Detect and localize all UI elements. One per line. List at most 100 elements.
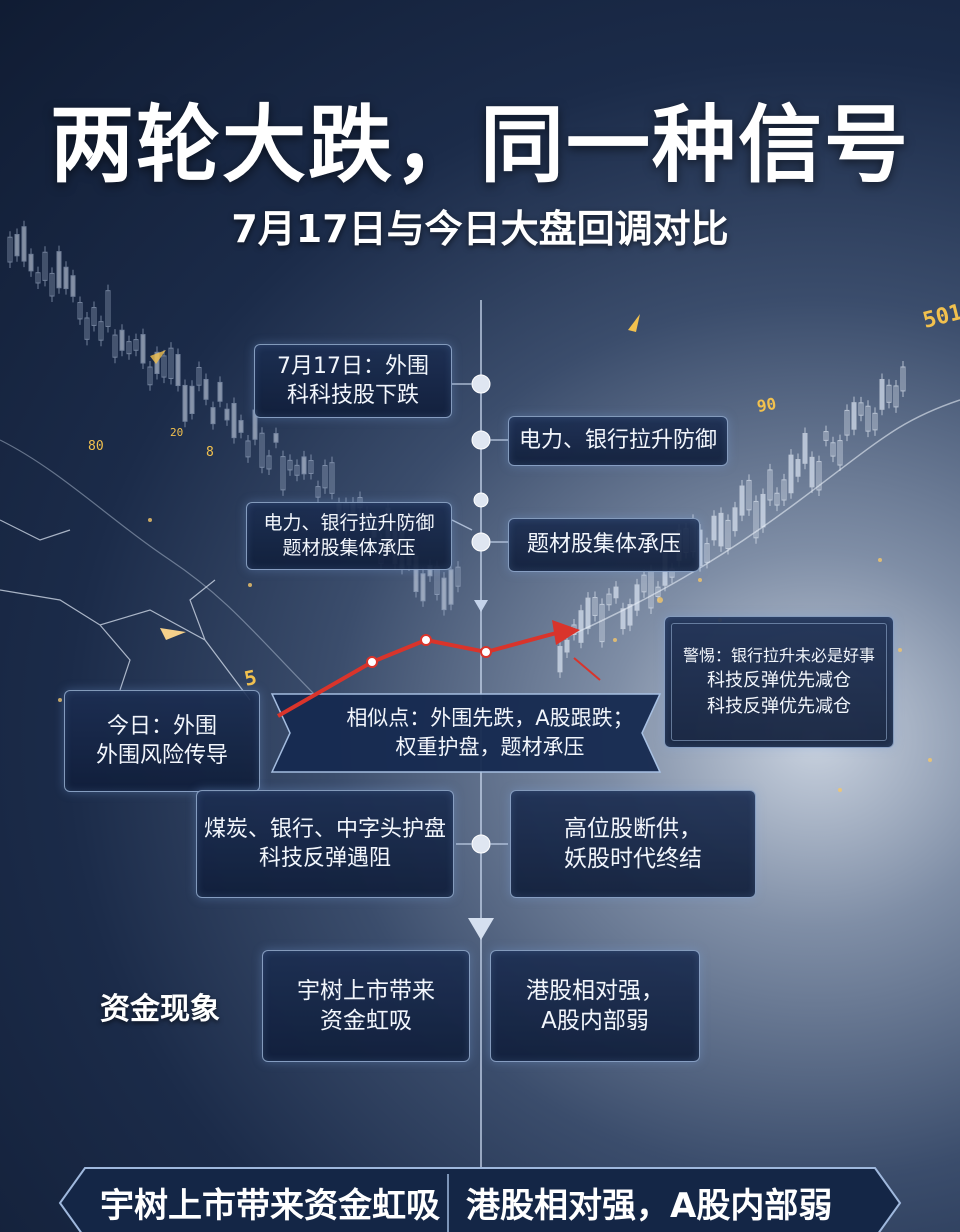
similarity-text: 相似点：外围先跌，A股跟跌； 权重护盘，题材承压 bbox=[318, 694, 662, 772]
funds-box-2: 港股相对强， A股内部弱 bbox=[490, 950, 700, 1062]
candle-body bbox=[781, 479, 787, 501]
ticker-number: 501 bbox=[920, 300, 960, 334]
crack-lines bbox=[0, 519, 251, 701]
candle-body bbox=[795, 459, 801, 477]
candle-body bbox=[28, 253, 34, 272]
warning-line-3: 科技反弹优先减仓 bbox=[707, 695, 851, 717]
candle-body bbox=[858, 402, 864, 416]
red-arrow-head bbox=[552, 620, 580, 645]
candle-body bbox=[189, 385, 195, 414]
candle-body bbox=[329, 462, 335, 494]
defense-theme-line-1: 电力、银行拉升防御 bbox=[263, 511, 435, 534]
high-stock-box: 高位股断供， 妖股时代终结 bbox=[510, 790, 756, 898]
candle-body bbox=[739, 485, 745, 516]
candle-body bbox=[746, 479, 752, 511]
trend-point bbox=[366, 656, 378, 668]
candle-body bbox=[70, 275, 76, 297]
coal-bank-line-2: 科技反弹遇阻 bbox=[258, 846, 391, 871]
candle-body bbox=[224, 408, 230, 421]
candle-body bbox=[203, 378, 209, 400]
candle-body bbox=[627, 604, 633, 626]
candle-body bbox=[301, 456, 307, 475]
candle-body bbox=[837, 440, 843, 466]
connector-line bbox=[451, 383, 508, 845]
candle-body bbox=[564, 639, 570, 653]
candle-body bbox=[259, 432, 265, 468]
candle-body bbox=[725, 519, 731, 550]
candle-body bbox=[266, 455, 272, 470]
jul17-line-1: 7月17日：外围 bbox=[277, 353, 429, 379]
candle-body bbox=[126, 341, 132, 355]
trend-point bbox=[480, 646, 492, 658]
today-line-2: 外围风险传导 bbox=[95, 743, 228, 768]
trend-line-right bbox=[559, 399, 960, 641]
candle-body bbox=[886, 384, 892, 403]
candle-body bbox=[753, 500, 759, 539]
candle-body bbox=[112, 334, 118, 358]
ticker-number: 90 bbox=[755, 394, 777, 416]
defense-box-right: 电力、银行拉升防御 bbox=[508, 416, 728, 466]
candle-body bbox=[98, 321, 104, 341]
banner-left-text: 宇树上市带来资金虹吸 bbox=[100, 1186, 440, 1226]
candle-body bbox=[175, 354, 181, 387]
candle-body bbox=[322, 464, 328, 489]
candle-body bbox=[273, 433, 279, 443]
gold-shard bbox=[150, 350, 166, 364]
similarity-line-2: 权重护盘，题材承压 bbox=[395, 735, 585, 759]
candle-body bbox=[294, 464, 300, 476]
candle-body bbox=[851, 402, 857, 430]
ticker-number: 80 bbox=[88, 439, 104, 454]
gold-shard bbox=[628, 314, 640, 332]
candle-body bbox=[865, 405, 871, 432]
timeline-node bbox=[471, 374, 491, 394]
trend-point bbox=[420, 634, 432, 646]
candle-body bbox=[732, 507, 738, 532]
candle-body bbox=[655, 586, 661, 597]
timeline-node bbox=[471, 430, 491, 450]
candle-body bbox=[893, 385, 899, 408]
candle-body bbox=[196, 366, 202, 386]
candle-body bbox=[7, 236, 13, 263]
candle-body bbox=[823, 431, 829, 441]
candle-body bbox=[161, 355, 167, 378]
candle-body bbox=[77, 302, 83, 320]
candlestick-chart-right bbox=[557, 360, 906, 678]
candle-body bbox=[420, 573, 426, 602]
candle-body bbox=[238, 420, 244, 433]
bottom-banner-shape bbox=[58, 1167, 902, 1232]
candle-body bbox=[788, 454, 794, 494]
page-title: 两轮大跌，同一种信号 bbox=[49, 96, 910, 194]
high-stock-line-1: 高位股断供， bbox=[564, 815, 702, 842]
candle-body bbox=[182, 384, 188, 422]
today-line-1: 今日：外围 bbox=[106, 713, 217, 739]
funds-box-1: 宇树上市带来 资金虹吸 bbox=[262, 950, 470, 1062]
warning-box: 警惕：银行拉升未必是好事 科技反弹优先减仓 科技反弹优先减仓 bbox=[664, 616, 894, 748]
candle-body bbox=[830, 442, 836, 457]
page-subtitle: 7月17日与今日大盘回调对比 bbox=[231, 207, 729, 251]
candle-body bbox=[14, 233, 20, 257]
banner-right-text: 港股相对强，A股内部弱 bbox=[466, 1186, 833, 1226]
candle-body bbox=[56, 251, 62, 289]
candle-body bbox=[809, 456, 815, 488]
candle-body bbox=[154, 351, 160, 374]
candle-body bbox=[455, 566, 461, 587]
candle-body bbox=[217, 381, 223, 402]
candle-body bbox=[133, 339, 139, 351]
candle-body bbox=[816, 461, 822, 491]
funds-box-1-line-2: 资金虹吸 bbox=[320, 1008, 412, 1034]
theme-pressure-text: 题材股集体承压 bbox=[526, 532, 681, 558]
candle-body bbox=[119, 329, 125, 351]
defense-theme-line-2: 题材股集体承压 bbox=[282, 537, 416, 559]
candle-body bbox=[760, 493, 766, 528]
candle-body bbox=[105, 290, 111, 327]
timeline-arrow-bottom bbox=[468, 918, 494, 940]
high-stock-line-2: 妖股时代终结 bbox=[564, 846, 702, 872]
spark-particles bbox=[58, 518, 932, 792]
candle-body bbox=[774, 492, 780, 506]
funds-label: 资金现象 bbox=[100, 992, 220, 1027]
candle-body bbox=[91, 307, 97, 326]
candle-body bbox=[613, 586, 619, 599]
jul17-event-box: 7月17日：外围 科科技股下跌 bbox=[254, 344, 452, 418]
jul17-line-2: 科科技股下跌 bbox=[286, 383, 419, 408]
ticker-number: 5 bbox=[242, 665, 259, 691]
